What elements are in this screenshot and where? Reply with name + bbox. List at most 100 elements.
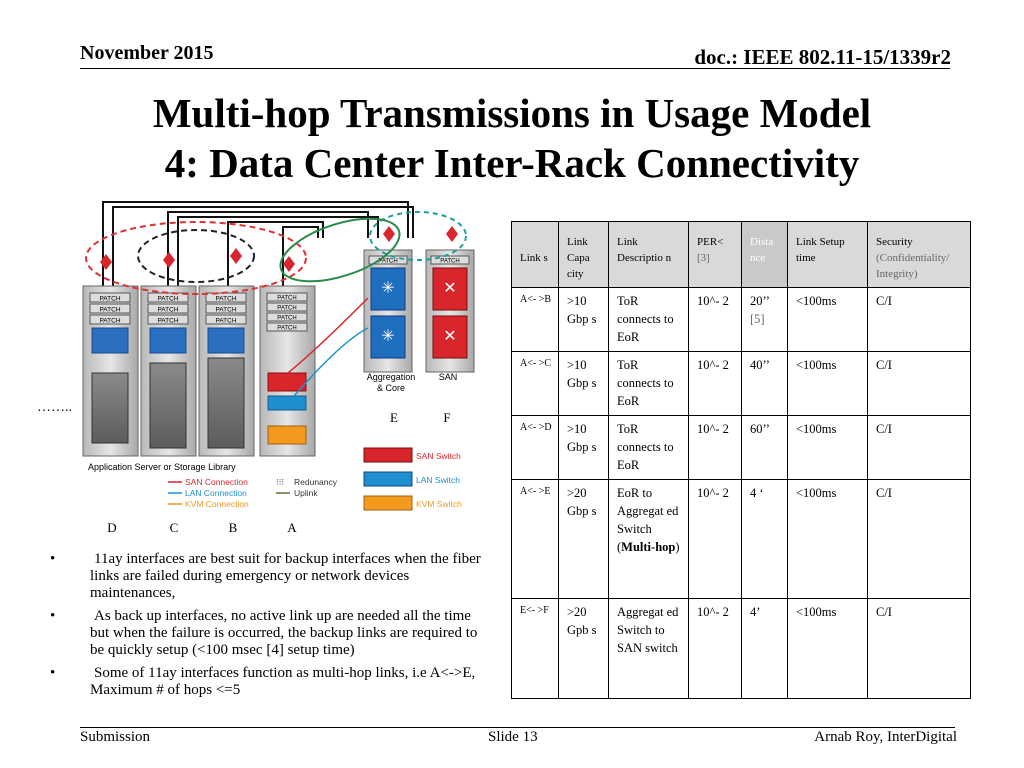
agg-core-label-1: Aggregation [367, 372, 416, 382]
legend-san-switch: SAN Switch [416, 451, 461, 461]
cell-per: 10^- 2 [688, 415, 742, 480]
rack-label-d: D [107, 520, 116, 535]
slide-title: Multi-hop Transmissions in Usage Model 4… [40, 88, 984, 188]
footer-submission: Submission [80, 729, 151, 745]
cell-link: A<- >D [511, 415, 559, 480]
bullet-list: • 11ay interfaces are best suit for back… [50, 551, 490, 705]
cell-distance: 4’ [741, 598, 788, 699]
cell-per: 10^- 2 [688, 479, 742, 599]
rack-d-patch: PATCH [99, 296, 120, 303]
svg-text:✕: ✕ [443, 280, 456, 297]
bullet-text: 11ay interfaces are best suit for backup… [90, 551, 481, 601]
rack-b-patch: PATCH [215, 296, 236, 303]
rack-c-patch-2: PATCH [157, 307, 178, 314]
cell-capacity: >10 Gbp s [558, 287, 609, 352]
cell-security: C/I [867, 598, 971, 699]
cell-link: A<- >B [511, 287, 559, 352]
cell-capacity: >10 Gbp s [558, 351, 609, 416]
header-capacity: Link Capa city [558, 221, 609, 288]
cell-security: C/I [867, 479, 971, 599]
cell-setup: <100ms [787, 351, 868, 416]
cell-security: C/I [867, 415, 971, 480]
cell-description: Aggregat ed Switch to SAN switch [608, 598, 689, 699]
header-link: Link s [511, 221, 559, 288]
svg-text:✳: ✳ [381, 280, 394, 297]
rack-label-c: C [170, 520, 179, 535]
bullet-item: • Some of 11ay interfaces function as mu… [50, 665, 490, 699]
cell-link: A<- >C [511, 351, 559, 416]
table-row: A<- >C >10 Gbp s ToR connects to EoR 10^… [511, 351, 971, 416]
rack-c-patch: PATCH [157, 296, 178, 303]
table-header-row: Link s Link Capa city Link Descriptio n … [511, 221, 971, 288]
rack-c: PATCH PATCH PATCH [140, 285, 197, 457]
bullet-text: Some of 11ay interfaces function as mult… [90, 665, 476, 698]
san-patch: PATCH [440, 259, 459, 265]
rack-a-patch-3: PATCH [277, 316, 296, 322]
cell-description: ToR connects to EoR [608, 351, 689, 416]
cell-setup: <100ms [787, 479, 868, 599]
rack-a-patch-2: PATCH [277, 306, 296, 312]
cell-capacity: >20 Gbp s [558, 479, 609, 599]
svg-text:✕: ✕ [443, 328, 456, 345]
header-description: Link Descriptio n [608, 221, 689, 288]
cell-distance: 60’’ [741, 415, 788, 480]
cell-setup: <100ms [787, 598, 868, 699]
cell-security: C/I [867, 351, 971, 416]
footer-rule [80, 727, 955, 728]
link-requirements-table: Link s Link Capa city Link Descriptio n … [511, 221, 971, 699]
table-row: E<- >F >20 Gpb s Aggregat ed Switch to S… [511, 598, 971, 699]
bullet-item: • 11ay interfaces are best suit for back… [50, 551, 490, 602]
diagram-caption: Application Server or Storage Library [88, 462, 236, 472]
rack-d-patch-2: PATCH [99, 307, 120, 314]
legend: SAN Connection LAN Connection KVM Connec… [168, 447, 462, 511]
table-row: A<- >E >20 Gbp s EoR to Aggregat ed Swit… [511, 479, 971, 599]
aggregation-rack: PATCH ✳ ✳ [363, 249, 413, 373]
rack-letters: D C B A [107, 520, 297, 535]
bullet-marker: • [50, 551, 56, 567]
link-ellipses [85, 211, 467, 295]
header-date: November 2015 [80, 42, 214, 64]
header-rule [80, 68, 950, 69]
header-per-label: PER< [697, 236, 724, 248]
header-security-label: Security [876, 236, 913, 248]
cell-per: 10^- 2 [688, 287, 742, 352]
cell-capacity: >20 Gpb s [558, 598, 609, 699]
legend-redundancy: Redunancy [294, 477, 338, 487]
connection-lines [287, 297, 369, 404]
legend-redundancy-icon: ⁝⁝⁝ [276, 477, 284, 487]
rack-b-patch-2: PATCH [215, 307, 236, 314]
rack-a: PATCH PATCH PATCH PATCH [259, 285, 316, 457]
bullet-marker: • [50, 665, 56, 681]
agg-patch: PATCH [378, 259, 397, 265]
legend-uplink: Uplink [294, 488, 318, 498]
table-row: A<- >B >10 Gbp s ToR connects to EoR 10^… [511, 287, 971, 352]
cell-distance-value: 20’’ [750, 294, 770, 308]
san-label: SAN [439, 372, 458, 382]
rack-b: PATCH PATCH PATCH [198, 285, 255, 457]
legend-san-connection: SAN Connection [185, 477, 248, 487]
cell-description: ToR connects to EoR [608, 287, 689, 352]
san-switch-icon [363, 447, 413, 463]
legend-lan-connection: LAN Connection [185, 488, 247, 498]
cell-description: ToR connects to EoR [608, 415, 689, 480]
san-rack: PATCH ✕ ✕ [425, 249, 475, 373]
header-setup-time: Link Setup time [787, 221, 868, 288]
header-security-note: (Confidentiality/ Integrity) [876, 252, 950, 280]
header-per: PER<[3] [688, 221, 742, 288]
rack-c-patch-3: PATCH [157, 318, 178, 325]
cell-description: EoR to Aggregat ed Switch (Multi-hop) [608, 479, 689, 599]
rack-label-a: A [287, 520, 297, 535]
cell-distance-ref: [5] [750, 312, 765, 326]
cell-link: E<- >F [511, 598, 559, 699]
cell-description-text: EoR to Aggregat ed Switch ( [617, 486, 679, 554]
rack-a-patch-4: PATCH [277, 326, 296, 332]
svg-text:✳: ✳ [381, 328, 394, 345]
cell-setup: <100ms [787, 415, 868, 480]
bullet-marker: • [50, 608, 56, 624]
footer-slide-number: Slide 13 [488, 729, 538, 745]
legend-kvm-connection: KVM Connection [185, 499, 249, 509]
legend-kvm-switch: KVM Switch [416, 499, 462, 509]
rack-d-patch-3: PATCH [99, 318, 120, 325]
title-line-2: 4: Data Center Inter-Rack Connectivity [164, 140, 860, 186]
bullet-item: • As back up interfaces, no active link … [50, 608, 490, 659]
